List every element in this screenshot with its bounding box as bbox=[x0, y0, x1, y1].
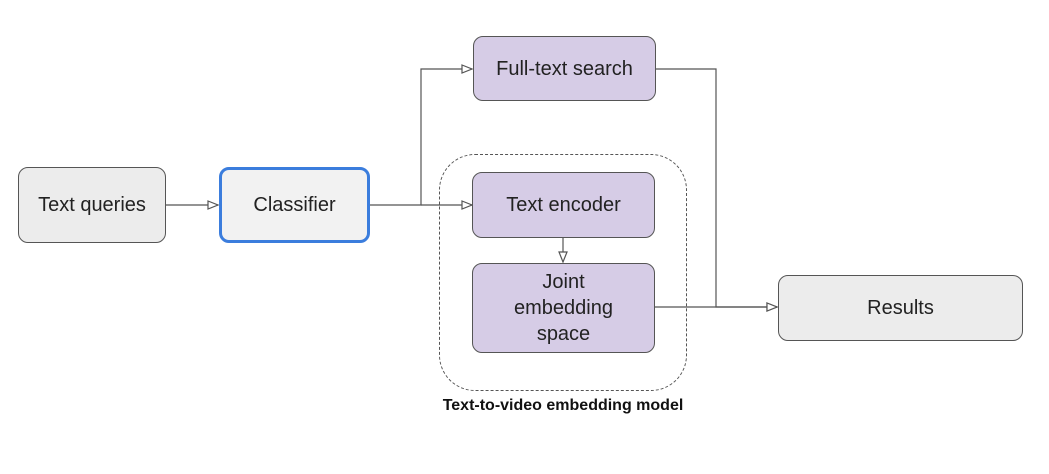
node-results[interactable]: Results bbox=[778, 275, 1023, 341]
node-text-queries-label: Text queries bbox=[38, 194, 146, 216]
embedding-model-group bbox=[439, 154, 687, 391]
node-classifier[interactable]: Classifier bbox=[219, 167, 370, 243]
node-text-encoder[interactable]: Text encoder bbox=[472, 172, 655, 238]
node-joint-embedding-space-label: Joint embedding space bbox=[514, 271, 613, 345]
edge-classifier-to-full-text-search bbox=[370, 69, 472, 206]
node-full-text-search-label: Full-text search bbox=[496, 57, 633, 80]
group-label: Text-to-video embedding model bbox=[442, 397, 684, 414]
node-text-queries[interactable]: Text queries bbox=[18, 167, 166, 243]
node-text-encoder-label: Text encoder bbox=[506, 194, 621, 216]
node-full-text-search[interactable]: Full-text search bbox=[473, 36, 656, 101]
node-joint-embedding-space[interactable]: Joint embedding space bbox=[472, 263, 655, 353]
node-results-label: Results bbox=[867, 297, 934, 319]
node-classifier-label: Classifier bbox=[253, 194, 336, 216]
